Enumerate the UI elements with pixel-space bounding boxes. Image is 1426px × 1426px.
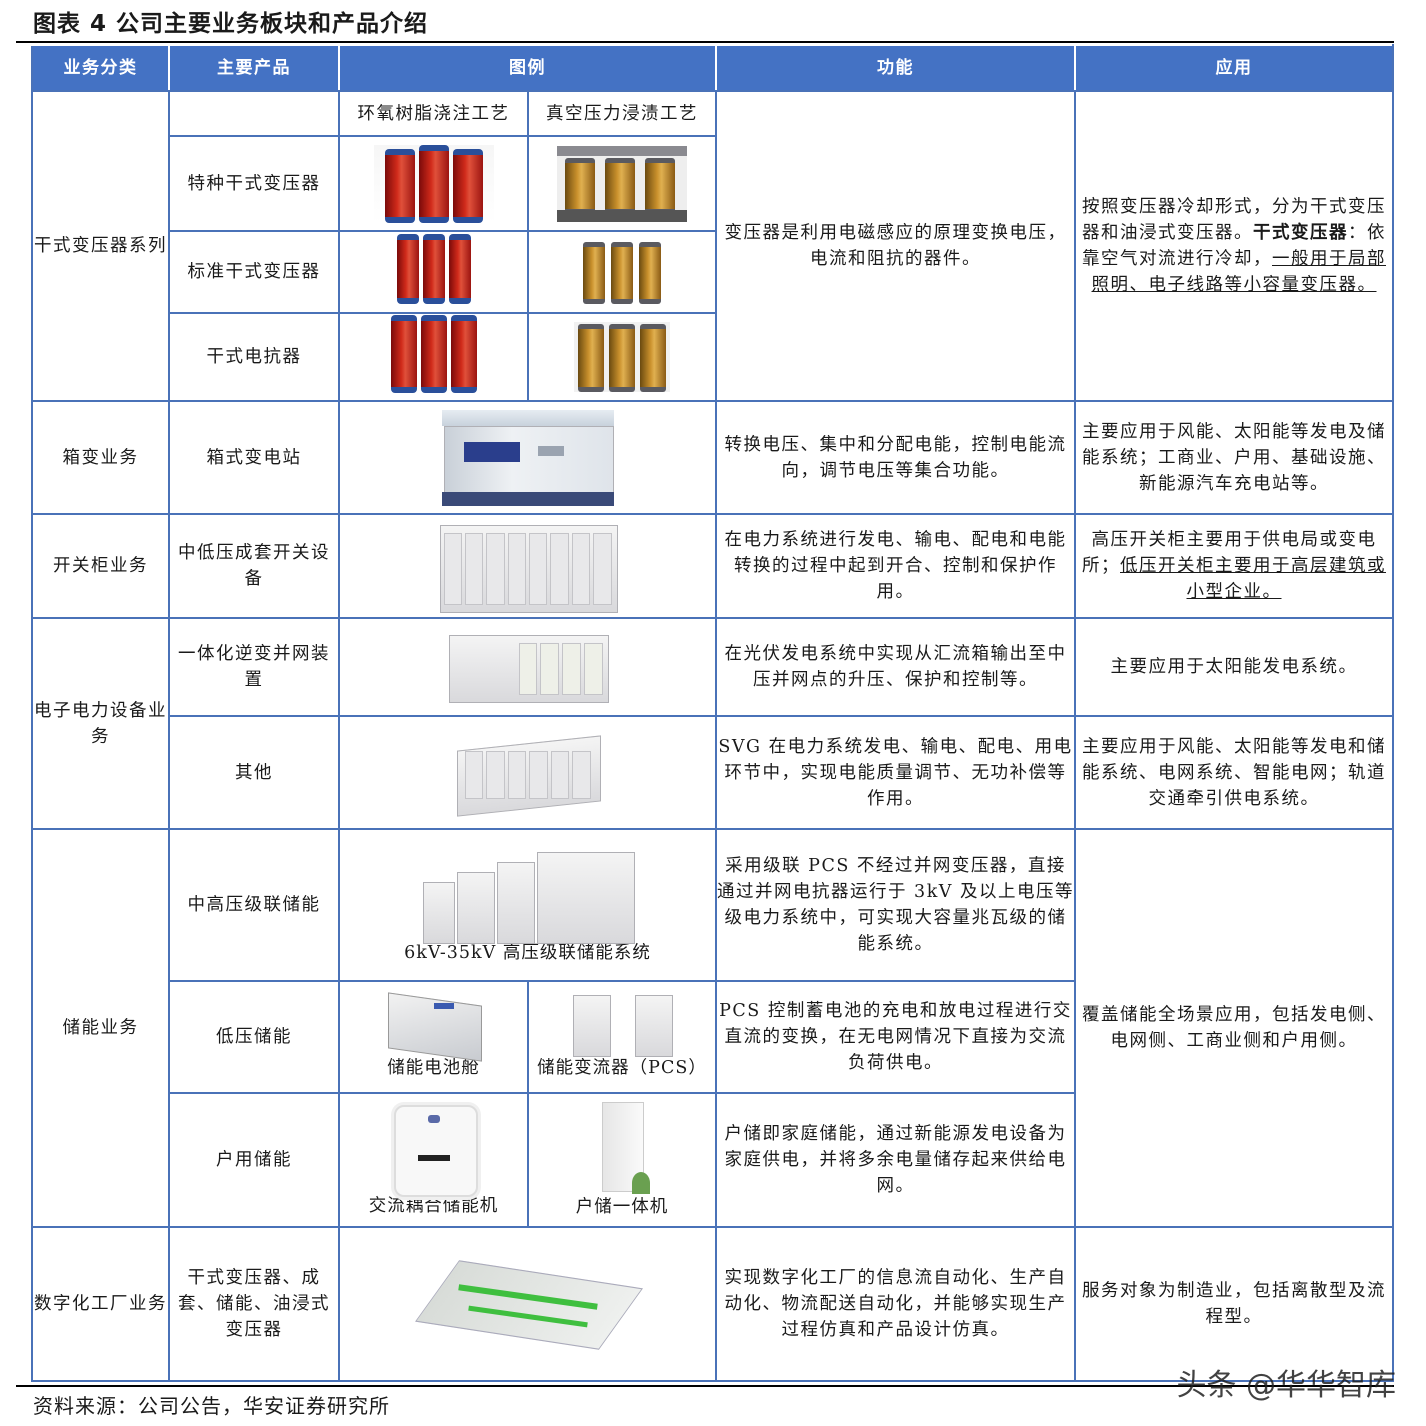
function-cell: PCS 控制蓄电池的充电和放电过程进行交直流的变换，在无电网情况下直接为交流负荷…: [715, 980, 1076, 1094]
process-right-label: 真空压力浸渍工艺: [527, 90, 717, 137]
application-cell: 主要应用于太阳能发电系统。: [1074, 617, 1394, 717]
watermark: 头条 @华华智库: [1176, 1368, 1396, 1403]
standard-epoxy-image: [338, 230, 529, 314]
application-cell: 主要应用于风能、太阳能等发电及储能系统；工商业、户用、基础设施、新能源汽车充电站…: [1074, 400, 1394, 515]
category-cell: 数字化工厂业务: [31, 1226, 170, 1382]
reactor-epoxy-image: [338, 312, 529, 402]
table-row: 储能业务 中高压级联储能 6kV-35kV 高压级联储能系统 采用级联 PCS …: [31, 828, 1394, 1228]
battery-cabin-caption: 储能电池舱: [387, 1058, 480, 1078]
function-text: 变压器是利用电磁感应的原理变换电压，电流和阻抗的器件。: [724, 223, 1067, 269]
product-cell: 低压储能: [168, 980, 340, 1094]
product-special-dry: 特种干式变压器: [168, 135, 340, 232]
application-cell: 服务对象为制造业，包括离散型及流程型。: [1074, 1226, 1394, 1382]
table-row: 其他 SVG 在电力系统发电、输电、配电、用电环节中，实现电能质量调节、无功补偿…: [32, 715, 1394, 830]
pcs-cell: 储能变流器（PCS）: [527, 980, 717, 1094]
application-cell: 主要应用于风能、太阳能等发电和储能系统、电网系统、智能电网；轨道交通牵引供电系统…: [1074, 715, 1394, 830]
category-cell: 箱变业务: [31, 400, 170, 515]
product-dry-reactor: 干式电抗器: [168, 312, 340, 402]
application-underlined-text: 一般用于局部照明、电子线路等小容量变压器。: [1091, 249, 1386, 295]
product-cell: 中高压级联储能: [168, 828, 340, 982]
table-row: 电子电力设备业务 一体化逆变并网装置 在光伏发电系统中实现从汇流箱输出至中压并网…: [31, 617, 1394, 830]
battery-cabin-cell: 储能电池舱: [338, 980, 529, 1094]
category-label: 干式变压器系列: [34, 236, 167, 256]
top-rule: [16, 41, 1394, 43]
function-cell: 在电力系统进行发电、输电、配电和电能转换的过程中起到开合、控制和保护作用。: [715, 513, 1076, 619]
reactor-vpi-image: [527, 312, 717, 402]
switchgear-image: [338, 513, 717, 619]
application-text: 按照变压器冷却形式，分为干式变压器和油浸式变压器。: [1082, 197, 1386, 243]
product-cell: 中低压成套开关设备: [168, 513, 340, 619]
product-cell: 干式变压器、成套、储能、油浸式变压器: [168, 1226, 340, 1382]
inverter-image: [338, 617, 717, 717]
function-cell: 实现数字化工厂的信息流自动化、生产自动化、物流配送自动化，并能够实现生产过程仿真…: [715, 1226, 1076, 1382]
product-cell: 其他: [168, 715, 340, 830]
source-note: 资料来源：公司公告，华安证券研究所: [33, 1394, 390, 1418]
ac-coupled-storage-caption: 交流耦合储能机: [368, 1196, 499, 1216]
special-epoxy-image: [338, 135, 529, 232]
header-function: 功能: [715, 44, 1076, 92]
header-category: 业务分类: [31, 44, 170, 92]
application-text: 高压开关柜主要用于供电局或变电所；: [1082, 530, 1377, 576]
function-cell: 变压器是利用电磁感应的原理变换电压，电流和阻抗的器件。: [715, 90, 1076, 402]
header-application: 应用: [1074, 44, 1394, 92]
table-row: 箱变业务 箱式变电站 转换电压、集中和分配电能，控制电能流向，调节电压等集合功能…: [31, 400, 1394, 515]
cascade-storage-caption: 6kV-35kV 高压级联储能系统: [404, 943, 651, 963]
function-cell: 户储即家庭储能，通过新能源发电设备为家庭供电，并将多余电量储存起来供给电网。: [715, 1092, 1076, 1228]
table-row: 户用储能 交流耦合储能机 户储一体机 户储即家庭储能，通过新能源发电设备为家庭供…: [32, 1092, 1393, 1228]
function-cell: 采用级联 PCS 不经过并网变压器，直接通过并网电抗器运行于 3kV 及以上电压…: [715, 828, 1076, 982]
business-table: 业务分类 主要产品 图例 功能 应用 干式变压器系列 环氧树脂浇注工艺 真空压力…: [31, 44, 1394, 1382]
ac-coupled-storage-cell: 交流耦合储能机: [338, 1092, 529, 1228]
application-cell: 按照变压器冷却形式，分为干式变压器和油浸式变压器。干式变压器：依靠空气对流进行冷…: [1074, 90, 1394, 402]
header-product: 主要产品: [168, 44, 340, 92]
product-cell: 户用储能: [168, 1092, 340, 1228]
digital-factory-image: [338, 1226, 717, 1382]
category-cell: 储能业务: [31, 828, 170, 1228]
figure-title: 图表 4 公司主要业务板块和产品介绍: [33, 11, 429, 37]
table-row: 干式变压器系列 环氧树脂浇注工艺 真空压力浸渍工艺 变压器是利用电磁感应的原理变…: [31, 90, 1394, 402]
category-cell: 开关柜业务: [31, 513, 170, 619]
header-row: 业务分类 主要产品 图例 功能 应用: [31, 44, 1394, 92]
function-cell: 在光伏发电系统中实现从汇流箱输出至中压并网点的升压、保护和控制等。: [715, 617, 1076, 717]
table-row: 数字化工厂业务 干式变压器、成套、储能、油浸式变压器 实现数字化工厂的信息流自动…: [31, 1226, 1394, 1382]
application-underlined-text: 低压开关柜主要用于高层建筑或小型企业。: [1120, 556, 1386, 602]
box-substation-image: [338, 400, 717, 515]
header-illustration: 图例: [338, 44, 717, 92]
application-bold-text: 干式变压器: [1253, 223, 1348, 243]
bottom-rule: [16, 1385, 1394, 1387]
table-row: 开关柜业务 中低压成套开关设备 在电力系统进行发电、输电、配电和电能转换的过程中…: [31, 513, 1394, 619]
category-cell: 干式变压器系列: [31, 90, 170, 402]
product-cell: 箱式变电站: [168, 400, 340, 515]
cascade-storage-cell: 6kV-35kV 高压级联储能系统: [338, 828, 717, 982]
application-text-2: ：依靠空气对流进行冷却，: [1082, 223, 1386, 269]
product-standard-dry: 标准干式变压器: [168, 230, 340, 314]
function-cell: 转换电压、集中和分配电能，控制电能流向，调节电压等集合功能。: [715, 400, 1076, 515]
category-cell: 电子电力设备业务: [31, 617, 170, 830]
special-vpi-image: [527, 135, 717, 232]
table-row: 干式电抗器: [32, 312, 1393, 402]
function-cell: SVG 在电力系统发电、输电、配电、用电环节中，实现电能质量调节、无功补偿等作用…: [715, 715, 1076, 830]
process-left-label: 环氧树脂浇注工艺: [338, 90, 529, 137]
table-row: 低压储能 储能电池舱 储能变流器（PCS） PCS 控制蓄电池的充电和放电过程进…: [32, 980, 1393, 1094]
table-row: 标准干式变压器: [32, 230, 1393, 314]
standard-vpi-image: [527, 230, 717, 314]
product-cell: 一体化逆变并网装置: [168, 617, 340, 717]
pcs-caption: 储能变流器（PCS）: [537, 1058, 707, 1078]
empty-cell: [168, 90, 340, 137]
application-cell: 覆盖储能全场景应用，包括发电侧、电网侧、工商业侧和户用侧。: [1074, 828, 1394, 1228]
svg-device-image: [338, 715, 717, 830]
home-storage-cell: 户储一体机: [527, 1092, 717, 1228]
home-storage-caption: 户储一体机: [575, 1197, 669, 1217]
application-cell: 高压开关柜主要用于供电局或变电所；低压开关柜主要用于高层建筑或小型企业。: [1074, 513, 1394, 619]
table-row: 特种干式变压器: [32, 135, 1393, 232]
